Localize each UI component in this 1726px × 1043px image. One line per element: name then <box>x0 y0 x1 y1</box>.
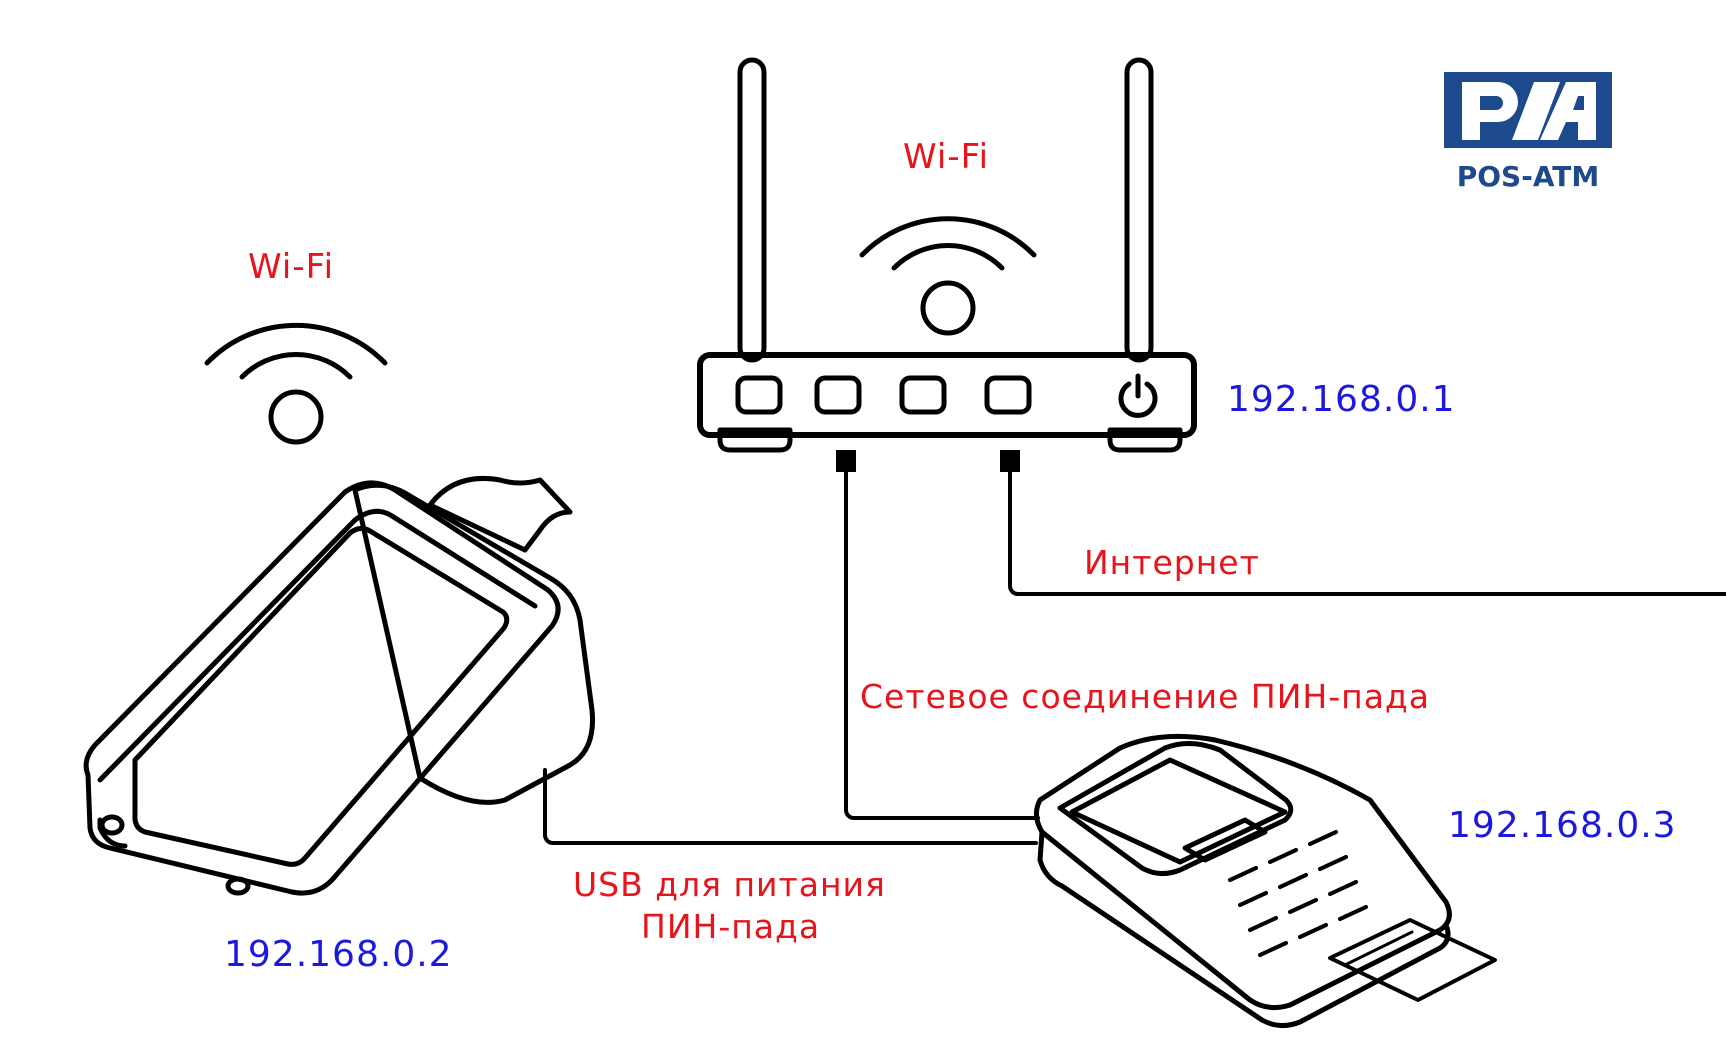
terminal-ip-label: 192.168.0.2 <box>224 934 453 975</box>
logo-text: POS-ATM <box>1456 160 1600 193</box>
router-ip-label: 192.168.0.1 <box>1227 379 1456 420</box>
pos-terminal-icon <box>83 475 596 896</box>
internet-label: Интернет <box>1084 543 1260 582</box>
usb-label-line1: USB для питания <box>573 865 886 904</box>
power-icon <box>1118 373 1158 418</box>
router-wifi-label: Wi-Fi <box>903 137 990 177</box>
pinpad-ip-label: 192.168.0.3 <box>1448 805 1677 846</box>
wifi-icon <box>859 216 1037 336</box>
logo-icon <box>1444 72 1612 148</box>
pin-pad-icon <box>1034 733 1497 1028</box>
wifi-icon <box>204 322 388 445</box>
pinpad-network-label: Сетевое соединение ПИН-пада <box>860 677 1430 716</box>
router-icon <box>697 57 1197 453</box>
usb-label-line2: ПИН-пада <box>641 907 821 946</box>
terminal-wifi-label: Wi-Fi <box>248 247 335 287</box>
